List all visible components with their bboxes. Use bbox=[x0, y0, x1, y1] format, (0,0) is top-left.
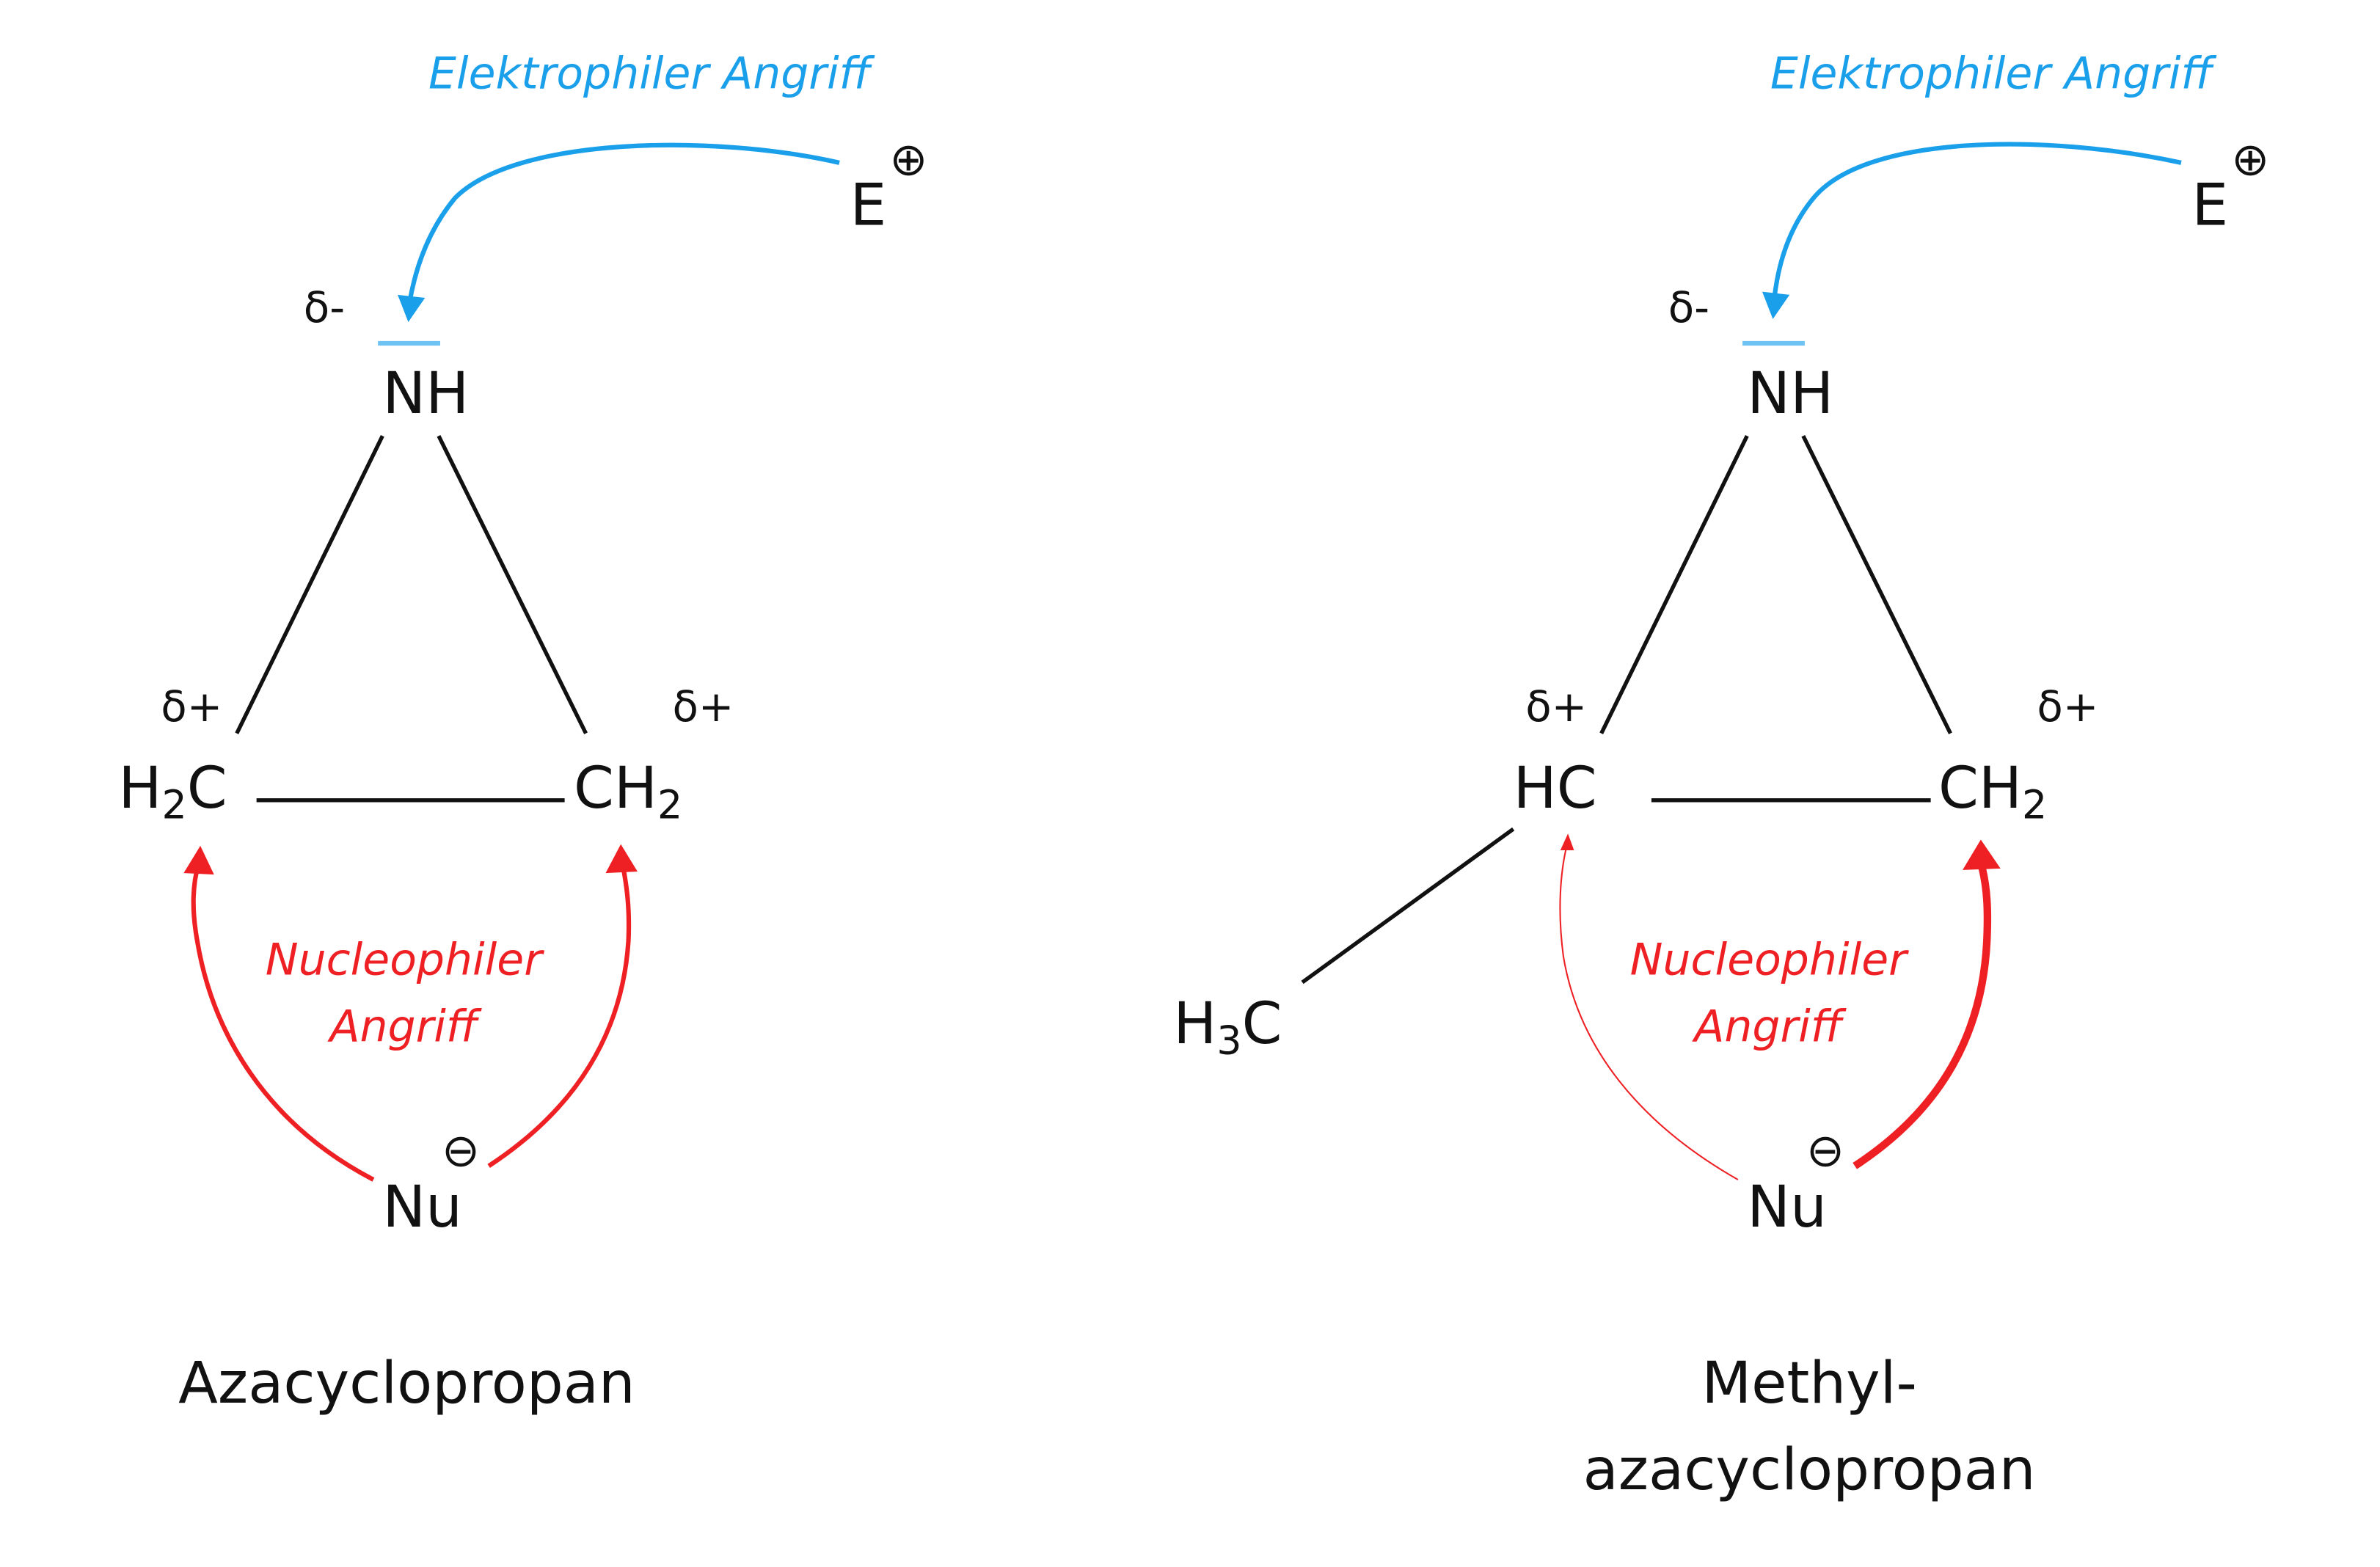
right-carbon1: HC bbox=[1514, 754, 1597, 822]
left-carbon2-ch: CH bbox=[574, 754, 657, 822]
right-methyl-subscript: 3 bbox=[1216, 1017, 1241, 1063]
left-electrophile-label: Elektrophiler Angriff bbox=[428, 48, 875, 99]
left-nucleophile-label-line1: Nucleophiler bbox=[266, 935, 544, 986]
left-plus-charge-icon: ⊕ bbox=[889, 132, 927, 186]
right-carbon1-partial-charge: δ+ bbox=[1525, 682, 1587, 731]
left-molecule: Elektrophiler Angriff E ⊕ δ- NH δ+ δ+ H2… bbox=[118, 48, 927, 1417]
right-nitrogen-partial-charge: δ- bbox=[1668, 282, 1709, 332]
right-methyl-c: C bbox=[1242, 990, 1282, 1057]
left-arrowhead-c1-icon bbox=[183, 845, 214, 875]
left-electrophilic-attack-arrow bbox=[407, 142, 840, 302]
left-carbon2-partial-charge: δ+ bbox=[673, 682, 734, 731]
right-carbon2-subscript: 2 bbox=[2022, 782, 2047, 828]
right-bond-n-c2 bbox=[1801, 435, 1952, 734]
right-bond-n-c1 bbox=[1599, 435, 1749, 734]
left-bond-n-c1 bbox=[235, 435, 384, 734]
left-carbon2: CH2 bbox=[574, 754, 682, 828]
left-carbon2-subscript: 2 bbox=[657, 782, 682, 828]
left-carbon1-subscript: 2 bbox=[161, 782, 186, 828]
left-electrophile: E bbox=[850, 172, 887, 239]
right-molecule-name-line1: Methyl- bbox=[1701, 1349, 1917, 1417]
left-carbon1-partial-charge: δ+ bbox=[161, 682, 222, 731]
left-nucleophilic-arrow-to-c1 bbox=[191, 861, 375, 1182]
left-bond-n-c2 bbox=[437, 435, 588, 734]
right-nucleophile-label-line2: Angriff bbox=[1691, 1001, 1846, 1053]
right-minus-charge-icon: ⊖ bbox=[1806, 1123, 1844, 1177]
right-electrophile-arrowhead-icon bbox=[1762, 291, 1790, 319]
right-plus-charge-icon: ⊕ bbox=[2231, 132, 2269, 186]
left-arrowhead-c2-icon bbox=[605, 844, 638, 874]
left-minus-charge-icon: ⊖ bbox=[442, 1123, 480, 1177]
right-methyl-h: H bbox=[1173, 990, 1216, 1057]
right-bond-c1-methyl bbox=[1301, 827, 1515, 985]
right-nucleophilic-arrow-to-c2 bbox=[1852, 867, 1992, 1169]
right-carbon2-partial-charge: δ+ bbox=[2037, 682, 2098, 731]
left-nitrogen-partial-charge: δ- bbox=[304, 282, 345, 332]
left-electrophile-arrowhead-icon bbox=[398, 294, 426, 323]
right-arrowhead-c2-icon bbox=[1963, 839, 2001, 870]
left-molecule-name: Azacyclopropan bbox=[178, 1349, 635, 1417]
left-carbon1-h: H bbox=[118, 754, 161, 822]
right-electrophilic-attack-arrow bbox=[1772, 142, 2182, 299]
right-nucleophile-label-line1: Nucleophiler bbox=[1630, 935, 1909, 986]
right-arrowhead-c1-icon bbox=[1560, 833, 1574, 851]
right-nucleophile: Nu bbox=[1747, 1173, 1827, 1241]
left-nucleophilic-arrow-to-c2 bbox=[487, 862, 632, 1168]
left-carbon1-c: C bbox=[187, 754, 227, 822]
left-carbon1: H2C bbox=[118, 754, 227, 828]
right-electrophile-label: Elektrophiler Angriff bbox=[1770, 48, 2217, 99]
right-carbon2-ch: CH bbox=[1938, 754, 2022, 822]
right-molecule-name-line2: azacyclopropan bbox=[1583, 1436, 2036, 1503]
left-nucleophile-label-line2: Angriff bbox=[326, 1001, 481, 1053]
right-electrophile: E bbox=[2191, 172, 2228, 239]
right-carbon2: CH2 bbox=[1938, 754, 2047, 828]
right-nucleophilic-arrow-to-c1 bbox=[1559, 847, 1739, 1180]
left-nucleophile: Nu bbox=[382, 1173, 462, 1241]
left-nitrogen: NH bbox=[382, 359, 469, 427]
right-molecule: Elektrophiler Angriff E ⊕ δ- NH δ+ δ+ HC… bbox=[1173, 48, 2269, 1503]
right-nitrogen: NH bbox=[1747, 359, 1833, 427]
right-methyl-group: H3C bbox=[1173, 990, 1282, 1063]
